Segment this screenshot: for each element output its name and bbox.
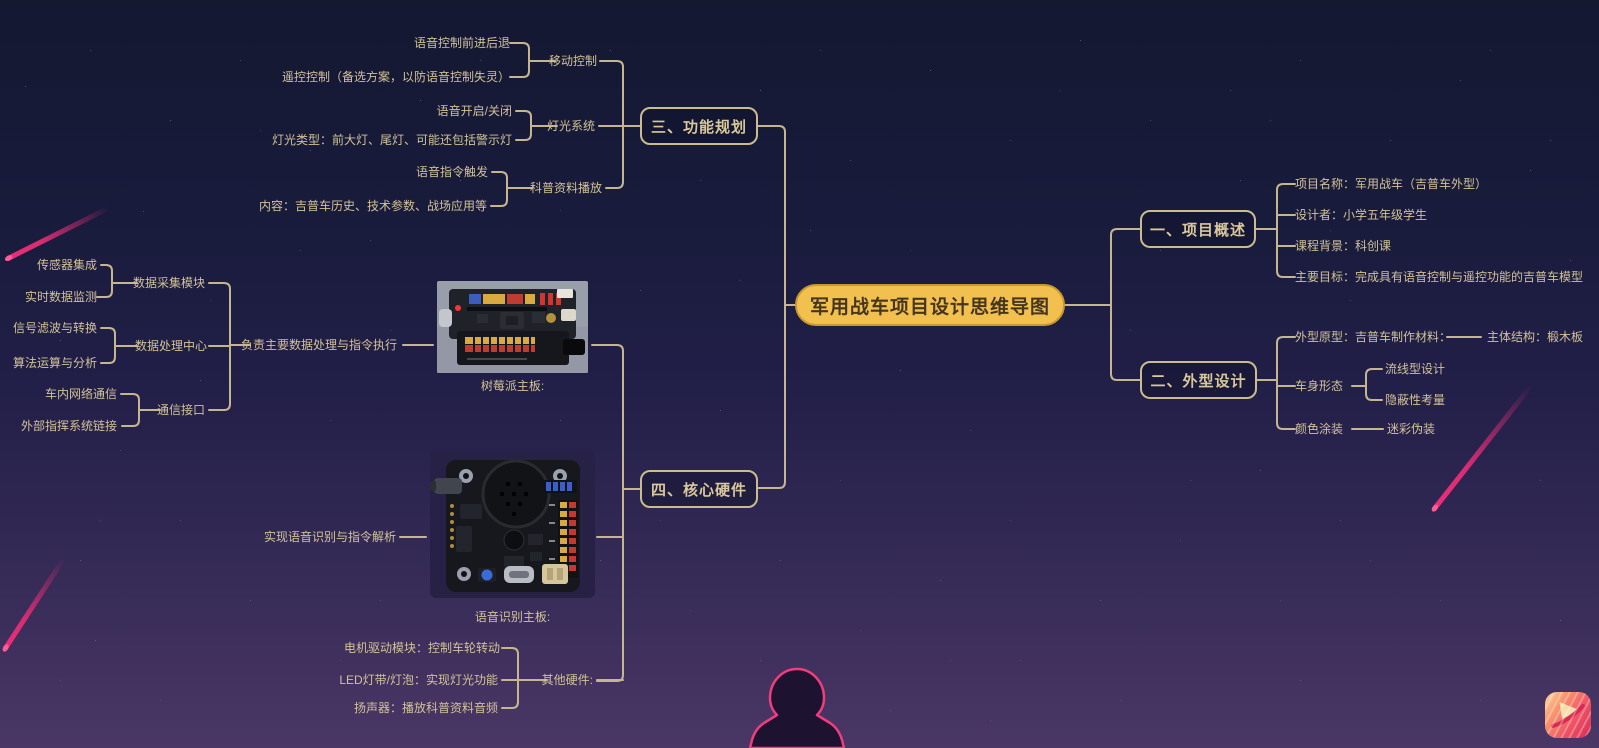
leaf-voice-role[interactable]: 实现语音识别与指令解析 bbox=[263, 530, 396, 544]
leaf-goal[interactable]: 主要目标：完成具有语音控制与遥控功能的吉普车模型 bbox=[1295, 270, 1584, 284]
leaf-signal-filter[interactable]: 信号滤波与转换 bbox=[12, 321, 97, 335]
leaf-structure[interactable]: 主体结构：椴木板 bbox=[1487, 330, 1584, 344]
topic-functions[interactable]: 三、功能规划 bbox=[640, 107, 758, 145]
pi-board-caption[interactable]: 树莓派主板: bbox=[480, 379, 545, 393]
leaf-media-content[interactable]: 内容：吉普车历史、技术参数、战场应用等 bbox=[258, 199, 487, 213]
leaf-pi-role[interactable]: 负责主要数据处理与指令执行 bbox=[240, 338, 397, 352]
leaf-other-hardware[interactable]: 其他硬件: bbox=[541, 673, 593, 687]
leaf-sensor-integration[interactable]: 传感器集成 bbox=[36, 258, 97, 272]
leaf-speaker[interactable]: 扬声器：播放科普资料音频 bbox=[353, 701, 498, 715]
voice-recognition-board-photo[interactable] bbox=[430, 452, 595, 598]
leaf-data-process[interactable]: 数据处理中心 bbox=[134, 339, 207, 353]
voice-board-caption[interactable]: 语音识别主板: bbox=[474, 610, 551, 624]
leaf-light-types[interactable]: 灯光类型：前大灯、尾灯、可能还包括警示灯 bbox=[271, 133, 512, 147]
leaf-course[interactable]: 课程背景：科创课 bbox=[1295, 239, 1392, 253]
leaf-designer[interactable]: 设计者：小学五年级学生 bbox=[1295, 208, 1428, 222]
astronaut-silhouette bbox=[748, 667, 846, 748]
leaf-motor-driver[interactable]: 电机驱动模块：控制车轮转动 bbox=[343, 641, 500, 655]
leaf-project-name[interactable]: 项目名称：军用战车（吉普车外型） bbox=[1295, 177, 1488, 191]
leaf-comm-internal[interactable]: 车内网络通信 bbox=[44, 387, 117, 401]
leaf-streamline[interactable]: 流线型设计 bbox=[1385, 362, 1446, 376]
leaf-data-collect[interactable]: 数据采集模块 bbox=[132, 276, 205, 290]
leaf-media-trigger[interactable]: 语音指令触发 bbox=[415, 165, 488, 179]
central-topic[interactable]: 军用战车项目设计思维导图 bbox=[795, 284, 1065, 326]
leaf-light-system[interactable]: 灯光系统 bbox=[546, 119, 595, 133]
leaf-remote-backup[interactable]: 遥控控制（备选方案，以防语音控制失灵） bbox=[281, 70, 510, 84]
leaf-body-shape[interactable]: 车身形态 bbox=[1295, 379, 1344, 393]
topic-hardware[interactable]: 四、核心硬件 bbox=[640, 470, 758, 508]
leaf-prototype[interactable]: 外型原型：吉普车制作材料： bbox=[1295, 330, 1452, 344]
leaf-led-strip[interactable]: LED灯带/灯泡：实现灯光功能 bbox=[339, 673, 498, 687]
leaf-comm-port[interactable]: 通信接口 bbox=[156, 403, 205, 417]
leaf-move-control[interactable]: 移动控制 bbox=[548, 54, 597, 68]
raspberry-pi-board-photo[interactable] bbox=[437, 281, 588, 373]
leaf-stealth[interactable]: 隐蔽性考量 bbox=[1385, 393, 1446, 407]
leaf-light-voice[interactable]: 语音开启/关闭 bbox=[436, 104, 512, 118]
leaf-realtime-monitor[interactable]: 实时数据监测 bbox=[24, 290, 97, 304]
leaf-algorithm[interactable]: 算法运算与分析 bbox=[12, 356, 97, 370]
leaf-comm-external[interactable]: 外部指挥系统链接 bbox=[20, 419, 117, 433]
topic-overview[interactable]: 一、项目概述 bbox=[1140, 210, 1256, 248]
leaf-voice-drive[interactable]: 语音控制前进后退 bbox=[413, 36, 510, 50]
leaf-camouflage[interactable]: 迷彩伪装 bbox=[1387, 422, 1436, 436]
app-logo-icon bbox=[1545, 692, 1591, 738]
leaf-media-play[interactable]: 科普资料播放 bbox=[529, 181, 602, 195]
leaf-paint[interactable]: 颜色涂装 bbox=[1295, 422, 1344, 436]
topic-design[interactable]: 二、外型设计 bbox=[1140, 361, 1257, 399]
